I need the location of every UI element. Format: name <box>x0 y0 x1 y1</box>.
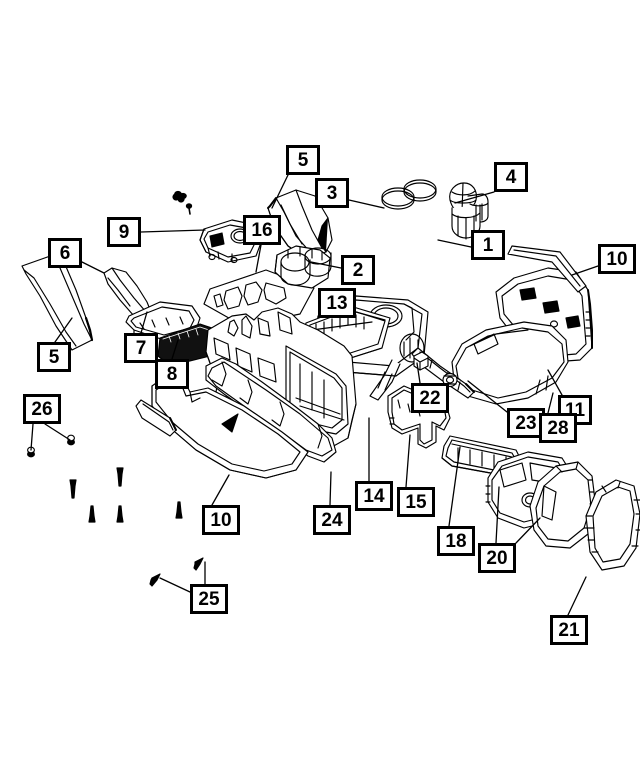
callout-number-8: 8 <box>155 359 189 389</box>
part-4-shift-knob <box>449 182 489 240</box>
small-clips-upper <box>172 190 193 215</box>
callout-number-22: 22 <box>411 383 449 413</box>
part-5-left-side-panel <box>21 253 94 351</box>
callout-number-5: 5 <box>37 342 71 372</box>
callout-number-21: 21 <box>550 615 588 645</box>
callout-number-10: 10 <box>202 505 240 535</box>
callout-number-10: 10 <box>598 244 636 274</box>
part-22-bushing <box>413 351 429 371</box>
callout-number-25: 25 <box>190 584 228 614</box>
callout-number-2: 2 <box>341 255 375 285</box>
callout-number-18: 18 <box>437 526 475 556</box>
part-11-armrest-lid <box>451 321 569 405</box>
callout-number-15: 15 <box>397 487 435 517</box>
callout-number-4: 4 <box>494 162 528 192</box>
callout-number-5: 5 <box>286 145 320 175</box>
callout-number-24: 24 <box>313 505 351 535</box>
callout-number-6: 6 <box>48 238 82 268</box>
callout-number-1: 1 <box>471 230 505 260</box>
callout-number-23: 23 <box>507 408 545 438</box>
part-3-cupholder-rings <box>381 179 437 210</box>
part-21-rear-bezel-frame <box>585 479 640 571</box>
part-seal-strip-left <box>135 399 177 437</box>
part-10-lower-side-cover <box>151 375 309 479</box>
callout-number-20: 20 <box>478 543 516 573</box>
callout-number-7: 7 <box>124 333 158 363</box>
callout-number-13: 13 <box>318 288 356 318</box>
callout-number-16: 16 <box>243 215 281 245</box>
callout-number-3: 3 <box>315 178 349 208</box>
callout-number-9: 9 <box>107 217 141 247</box>
callout-number-26: 26 <box>23 394 61 424</box>
leader-lines <box>30 174 599 616</box>
callout-number-14: 14 <box>355 481 393 511</box>
callout-number-28: 28 <box>539 413 577 443</box>
part-21-rear-bezel-surround <box>529 461 597 549</box>
screws-fasteners <box>69 467 204 587</box>
part-2-cupholder-insert <box>274 245 332 289</box>
